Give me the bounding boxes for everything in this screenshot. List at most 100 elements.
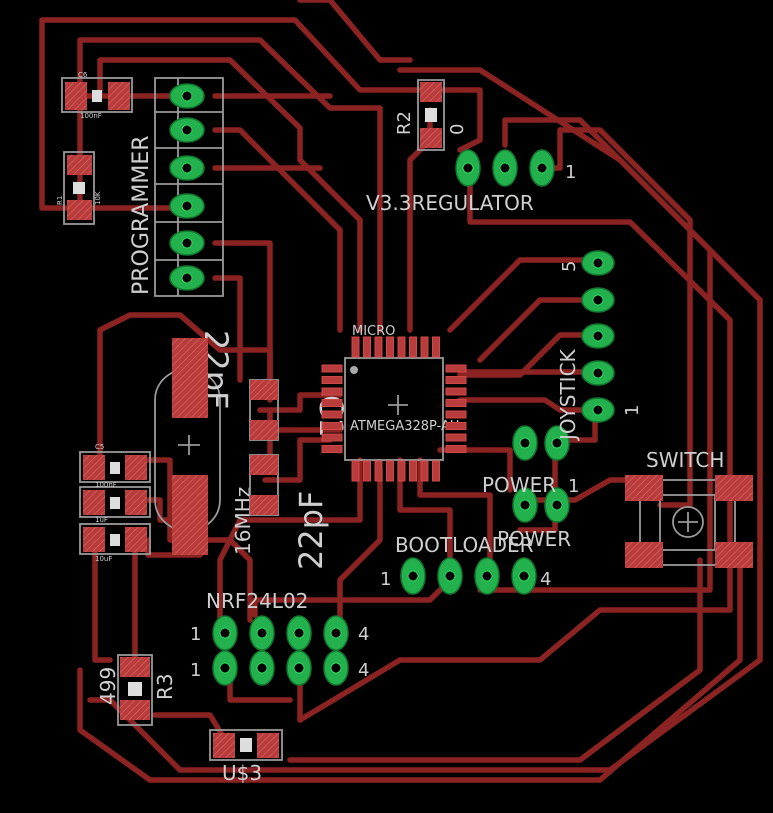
resistor-r1: R1 10K bbox=[56, 151, 102, 225]
mcu-pin-pad bbox=[445, 387, 467, 396]
power-pin-label: 1 bbox=[568, 476, 579, 497]
through-hole-pad bbox=[529, 149, 555, 187]
mcu-pin-pad bbox=[321, 376, 343, 384]
mcu-pin-pad bbox=[432, 460, 440, 482]
through-hole-pad bbox=[169, 265, 205, 291]
mcu-pin-pad bbox=[397, 336, 406, 358]
through-hole-pad bbox=[286, 650, 312, 686]
through-hole-pad bbox=[169, 155, 205, 181]
c1-c2-pads bbox=[172, 338, 278, 555]
mcu-pin-pad bbox=[321, 399, 343, 407]
r2-value-label: 0 bbox=[447, 124, 468, 135]
resistor-r2: R2 0 bbox=[394, 79, 468, 151]
through-hole-pad bbox=[212, 615, 238, 651]
mcu-pin-pad bbox=[321, 364, 343, 373]
mcu-pin-pad bbox=[386, 336, 394, 358]
nrf-pin4a-label: 4 bbox=[358, 624, 369, 645]
u3-label: U$3 bbox=[222, 761, 262, 785]
mcu-pin-pad bbox=[420, 460, 429, 482]
bootloader-label: BOOTLOADER bbox=[395, 533, 534, 557]
through-hole-pad bbox=[169, 117, 205, 143]
nrf-pin1a-label: 1 bbox=[190, 624, 201, 645]
through-hole-pad bbox=[249, 650, 275, 686]
through-hole-pad bbox=[511, 557, 537, 595]
through-hole-pad bbox=[581, 360, 615, 386]
through-hole-pad bbox=[169, 83, 205, 109]
mcu-pin-pad bbox=[363, 336, 371, 358]
through-hole-pads bbox=[169, 83, 615, 686]
mcu-pin-pad bbox=[374, 460, 383, 482]
programmer-label: PROGRAMMER bbox=[129, 135, 154, 295]
joystick-pin5-label: 5 bbox=[559, 261, 580, 272]
mcu-pin-pad bbox=[409, 336, 417, 358]
through-hole-pad bbox=[169, 193, 205, 219]
mcu-pin-pad bbox=[432, 336, 440, 358]
c2-value-label: 22pF bbox=[292, 491, 330, 570]
mcu-pin-pad bbox=[386, 460, 394, 482]
bootloader-pin4-label: 4 bbox=[540, 569, 551, 590]
mcu-pin-pad bbox=[321, 445, 343, 453]
power-bottom-label: POWER bbox=[497, 527, 571, 551]
through-hole-pad bbox=[492, 149, 518, 187]
through-hole-pad bbox=[474, 557, 500, 595]
through-hole-pad bbox=[212, 650, 238, 686]
c-1uf-label: 1uF bbox=[95, 516, 108, 524]
through-hole-pad bbox=[581, 397, 615, 423]
mcu-pin-pad bbox=[420, 336, 429, 358]
through-hole-pad bbox=[323, 615, 349, 651]
mcu-pin-pad bbox=[445, 445, 467, 453]
r1-ref-label: R1 bbox=[56, 196, 64, 205]
cap-c6: C6 100nF bbox=[61, 71, 133, 120]
bootloader-pin1-label: 1 bbox=[380, 569, 391, 590]
r3-ref-label: R3 bbox=[153, 673, 177, 700]
c5-value-label: 100nF bbox=[95, 481, 117, 489]
through-hole-pad bbox=[512, 487, 538, 523]
regulator-pin-label: 1 bbox=[565, 162, 576, 183]
mcu-pin-pad bbox=[397, 460, 406, 482]
mcu-pin-pad bbox=[445, 410, 467, 419]
r3-value-label: 499 bbox=[96, 667, 120, 705]
mcu-pin-pad bbox=[445, 422, 467, 430]
mcu-pin-pad bbox=[445, 376, 467, 384]
through-hole-pad bbox=[581, 250, 615, 276]
switch-component: SWITCH bbox=[625, 448, 753, 568]
mcu-pin-pad bbox=[409, 460, 417, 482]
cap-c2-silk: 22pF bbox=[249, 454, 330, 570]
c6-value-label: 100nF bbox=[80, 112, 102, 120]
through-hole-pad bbox=[249, 615, 275, 651]
nrf-pin1b-label: 1 bbox=[190, 660, 201, 681]
through-hole-pad bbox=[286, 615, 312, 651]
joystick-pin1-label: 1 bbox=[622, 405, 643, 416]
mcu-part-label: ATMEGA328P-AU bbox=[350, 419, 459, 434]
mcu-pin-pad bbox=[321, 422, 343, 430]
through-hole-pad bbox=[437, 557, 463, 595]
through-hole-pad bbox=[581, 287, 615, 313]
mcu-pads bbox=[321, 336, 467, 482]
c5-ref-label: C5 bbox=[95, 443, 104, 451]
c-10uf-label: 10uF bbox=[95, 555, 112, 563]
mcu-pin-pad bbox=[363, 460, 371, 482]
switch-label: SWITCH bbox=[646, 448, 724, 472]
r2-ref-label: R2 bbox=[394, 111, 415, 135]
mcu-pin-pad bbox=[445, 433, 467, 442]
nrf-label: NRF24L02 bbox=[206, 589, 308, 613]
mcu-pin-pad bbox=[351, 460, 360, 482]
mcu-pin-pad bbox=[445, 399, 467, 407]
mcu-micro-label: MICRO bbox=[352, 324, 395, 339]
mcu-pin-pad bbox=[321, 410, 343, 419]
r1-value-label: 10K bbox=[94, 191, 102, 205]
mcu-pin-pad bbox=[374, 336, 383, 358]
copper-traces bbox=[39, 0, 763, 783]
through-hole-pad bbox=[455, 149, 481, 187]
programmer-header: PROGRAMMER bbox=[129, 77, 224, 297]
u3-component: U$3 bbox=[209, 729, 283, 785]
through-hole-pad bbox=[581, 323, 615, 349]
nrf-pin4b-label: 4 bbox=[358, 660, 369, 681]
through-hole-pad bbox=[169, 230, 205, 256]
mcu-pin-pad bbox=[351, 336, 360, 358]
mcu-atmega328p: MICRO ATMEGA328P-AU bbox=[344, 324, 459, 461]
cap-c5-group: C5 100nF 1uF 10uF bbox=[79, 443, 151, 563]
joystick-label: JOYSTICK bbox=[556, 348, 580, 442]
mcu-pin-pad bbox=[321, 387, 343, 396]
